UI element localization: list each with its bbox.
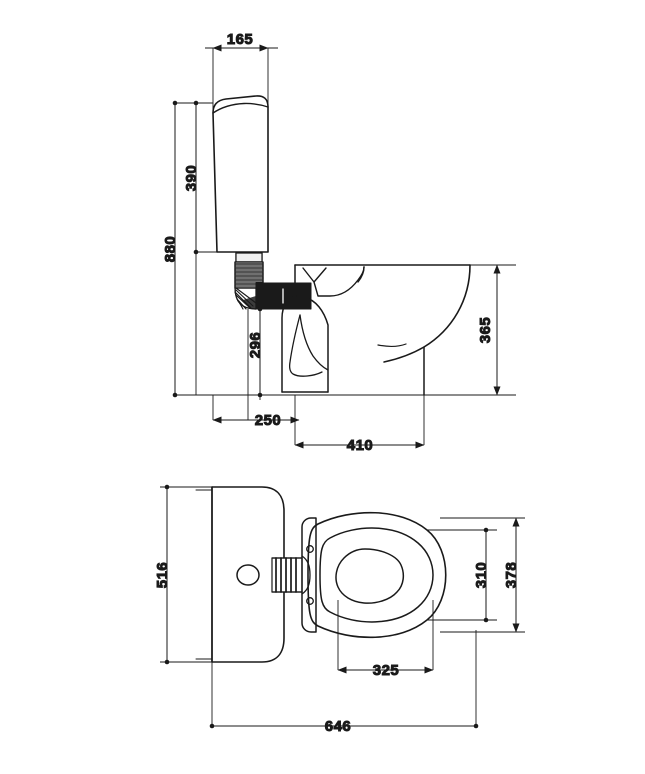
dimension-seat-inner-width: 310 [473,527,491,623]
dimension-wall-to-bowl-front: 410 [294,437,425,455]
dimension-overall-height: 880 [162,100,180,398]
dim-label-378: 378 [503,562,520,589]
dimension-inlet-height: 296 [247,306,265,398]
dim-label-296: 296 [247,332,264,359]
side-elevation-view [212,95,471,396]
dim-label-410: 410 [347,437,374,454]
dim-label-250: 250 [255,412,282,429]
dim-label-390: 390 [183,165,200,192]
toilet-bowl-plan-profile [301,511,447,639]
dim-label-880: 880 [162,236,179,263]
cistern-plan-profile [195,486,285,663]
dimension-cistern-depth: 516 [154,484,172,665]
dim-label-365: 365 [477,317,494,344]
plan-view-dimensions: 516 310 378 325 646 [154,484,525,736]
side-view-dimensions: 165 390 880 296 365 250 41 [162,31,516,455]
bowl-opening-outline [335,548,405,604]
fixing-hole-top [306,545,314,553]
dimension-overall-length: 646 [209,718,479,736]
dim-label-325: 325 [373,662,400,679]
dimension-cistern-width: 165 [205,31,278,52]
dimension-wall-to-pipe: 250 [212,412,300,430]
flush-pipe-plan-connector [271,555,311,595]
dim-label-165: 165 [227,31,254,48]
plan-view [195,486,447,663]
dim-label-516: 516 [154,562,171,589]
flush-button-plan [236,564,260,586]
dimension-bowl-height: 365 [477,264,501,396]
dimension-cistern-height: 390 [183,100,201,255]
dim-label-646: 646 [325,718,352,735]
seat-inner-outline [319,527,434,623]
seat-outer-outline [307,511,447,639]
plan-extension-lines [160,486,525,726]
toilet-bowl-side-profile [281,264,471,396]
fixing-hole-bottom [306,597,314,605]
dimension-seat-outer-width: 378 [503,517,521,633]
dim-label-310: 310 [473,562,490,589]
dimension-bowl-length: 325 [337,662,434,680]
